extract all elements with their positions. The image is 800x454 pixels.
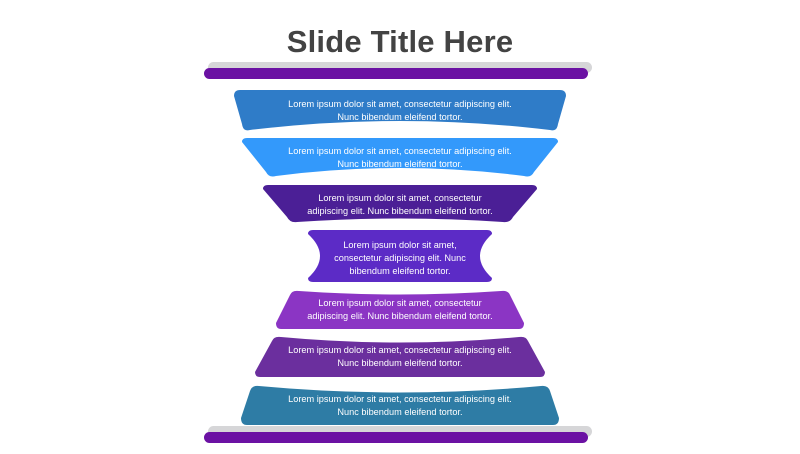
- funnel-segment-1[interactable]: Lorem ipsum dolor sit amet, consectetur …: [0, 90, 800, 132]
- segment-1-line-1: Lorem ipsum dolor sit amet, consectetur …: [288, 99, 512, 109]
- bottom-bar-purple-pill: [204, 432, 588, 443]
- segment-6-line-1: Lorem ipsum dolor sit amet, consectetur …: [288, 345, 512, 355]
- segment-6-line-2: Nunc bibendum eleifend tortor.: [337, 358, 463, 368]
- bottom-bar-gray-pill: [208, 426, 592, 437]
- segment-5-path: [276, 290, 524, 329]
- funnel-segment-4[interactable]: Lorem ipsum dolor sit amet, consectetur …: [0, 230, 800, 282]
- segment-3-line-1: Lorem ipsum dolor sit amet, consectetur: [318, 193, 482, 203]
- funnel-segment-7[interactable]: Lorem ipsum dolor sit amet, consectetur …: [0, 383, 800, 425]
- segment-2-line-1: Lorem ipsum dolor sit amet, consectetur …: [288, 146, 512, 156]
- funnel-segment-2[interactable]: Lorem ipsum dolor sit amet, consectetur …: [0, 138, 800, 180]
- segment-2-line-2: Nunc bibendum eleifend tortor.: [337, 159, 463, 169]
- funnel-segment-6-shape: [255, 336, 545, 377]
- segment-6-path: [255, 336, 545, 377]
- funnel-segment-1-shape: [234, 90, 566, 131]
- segment-3-path: [263, 185, 537, 223]
- funnel-segment-2-shape: [242, 138, 558, 177]
- top-capsule-bar: [0, 60, 800, 90]
- funnel-segment-1-text: Lorem ipsum dolor sit amet, consectetur …: [0, 98, 800, 124]
- funnel-segment-3[interactable]: Lorem ipsum dolor sit amet, consectetur …: [0, 185, 800, 225]
- funnel-segment-6[interactable]: Lorem ipsum dolor sit amet, consectetur …: [0, 335, 800, 377]
- funnel-segment-5-shape: [276, 290, 524, 329]
- page-title: Slide Title Here: [286, 24, 514, 59]
- funnel-segment-3-text: Lorem ipsum dolor sit amet, consectetur …: [0, 192, 800, 218]
- funnel-segment-5-text: Lorem ipsum dolor sit amet, consectetur …: [0, 297, 800, 323]
- funnel-segment-4-text: Lorem ipsum dolor sit amet, consectetur …: [0, 239, 800, 278]
- segment-7-path: [241, 385, 559, 425]
- segment-1-line-2: Nunc bibendum eleifend tortor.: [337, 112, 463, 122]
- segment-1-path: [234, 90, 566, 131]
- segment-2-path: [242, 138, 558, 177]
- segment-3-line-2: adipiscing elit. Nunc bibendum eleifend …: [307, 206, 493, 216]
- segment-4-line-1: Lorem ipsum dolor sit amet,: [343, 240, 457, 250]
- funnel-segment-2-text: Lorem ipsum dolor sit amet, consectetur …: [0, 145, 800, 171]
- bottom-capsule-bar: [0, 424, 800, 454]
- funnel-segment-5[interactable]: Lorem ipsum dolor sit amet, consectetur …: [0, 288, 800, 329]
- segment-5-line-2: adipiscing elit. Nunc bibendum eleifend …: [307, 311, 493, 321]
- top-bar-gray-pill: [208, 62, 592, 73]
- segment-4-line-2: consectetur adipiscing elit. Nunc: [334, 253, 466, 263]
- funnel-segment-6-text: Lorem ipsum dolor sit amet, consectetur …: [0, 344, 800, 370]
- funnel-segment-3-shape: [263, 185, 537, 223]
- segment-7-line-2: Nunc bibendum eleifend tortor.: [337, 407, 463, 417]
- funnel-segment-7-shape: [241, 385, 559, 425]
- segment-7-line-1: Lorem ipsum dolor sit amet, consectetur …: [288, 394, 512, 404]
- funnel-segment-7-text: Lorem ipsum dolor sit amet, consectetur …: [0, 393, 800, 419]
- segment-4-path: [308, 230, 492, 282]
- funnel-segment-4-shape: [308, 230, 492, 282]
- top-bar-purple-pill: [204, 68, 588, 79]
- segment-4-line-3: bibendum eleifend tortor.: [349, 266, 451, 276]
- segment-5-line-1: Lorem ipsum dolor sit amet, consectetur: [318, 298, 482, 308]
